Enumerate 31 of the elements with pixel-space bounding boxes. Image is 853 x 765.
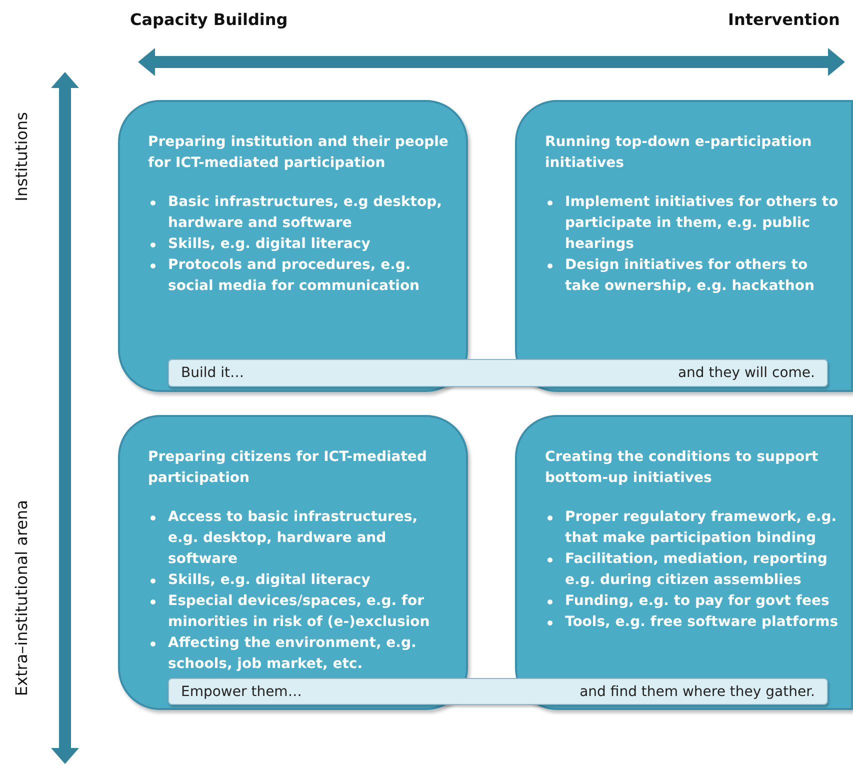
card-heading: Creating the conditions to support bottom-up initiatives xyxy=(545,448,820,488)
quadrant-card xyxy=(118,415,468,710)
axis-label: Institutions xyxy=(12,112,31,202)
slogan-text: and find them where they gather. xyxy=(580,684,815,700)
quadrant-card xyxy=(118,100,468,392)
slogan-text: Build it… xyxy=(181,365,244,381)
slogan-bar xyxy=(168,359,828,387)
axis-label: Capacity Building xyxy=(130,10,288,29)
bullet-item: Funding, e.g. to pay for govt fees xyxy=(565,591,843,612)
bullet-item: Affecting the environment, e.g. schools, job market, etc. xyxy=(168,633,450,675)
card-heading: Preparing citizens for ICT-mediated participation xyxy=(148,448,428,488)
bullet-item: Skills, e.g. digital literacy xyxy=(168,570,450,591)
bullet-item: Skills, e.g. digital literacy xyxy=(168,234,450,255)
bullet-item: Protocols and procedures, e.g. social media for communication xyxy=(168,255,450,297)
bullet-item: Basic infrastructures, e.g desktop, hardware and software xyxy=(168,192,450,234)
quadrant-card xyxy=(515,100,853,392)
bullet-item: Facilitation, mediation, reporting e.g. during citizen assemblies xyxy=(565,549,843,591)
bullet-item: Implement initiatives for others to participate in them, e.g. public hearings xyxy=(565,192,843,255)
bullet-item: Design initiatives for others to take ownership, e.g. hackathon xyxy=(565,255,843,297)
quadrant-card xyxy=(515,415,853,710)
slogan-bar xyxy=(168,678,828,705)
bullet-item: Access to basic infrastructures, e.g. desktop, hardware and software xyxy=(168,507,450,570)
axis-label: Intervention xyxy=(728,10,840,29)
slogan-text: and they will come. xyxy=(678,365,815,381)
card-heading: Preparing institution and their people for ICT-mediated participation xyxy=(148,133,450,173)
bullet-item: Tools, e.g. free software platforms xyxy=(565,612,843,633)
bullet-item: Proper regulatory framework, e.g. that make participation binding xyxy=(565,507,843,549)
card-heading: Running top-down e-participation initiatives xyxy=(545,133,813,173)
bullet-item: Especial devices/spaces, e.g. for minorities in risk of (e-)exclusion xyxy=(168,591,450,633)
axis-label: Extra–institutional arena xyxy=(12,500,31,696)
slogan-text: Empower them… xyxy=(181,684,302,700)
